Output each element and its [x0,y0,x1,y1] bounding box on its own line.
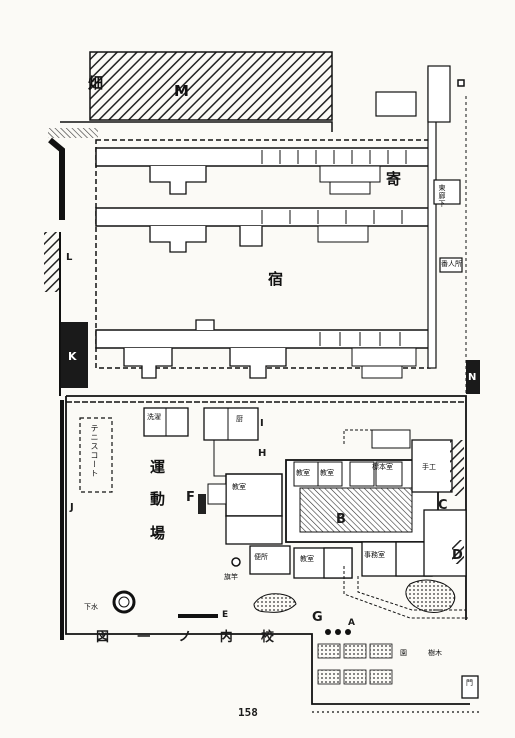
west-classroom [225,473,283,517]
classroom-label-1: 教室 [296,469,310,477]
connector [213,440,226,477]
north-office-wing [427,65,451,123]
letter-b: B [336,512,346,527]
rock-garden [253,593,297,613]
kitchen-label: 厨 [236,415,243,423]
field-label-hatake: 畑 [88,74,104,92]
garden-path [343,566,468,619]
north-office [375,91,417,117]
toilet-label: 便所 [254,553,268,561]
north-east-room [371,429,411,449]
west-wall [48,137,65,220]
sports-label-1: 運 [150,458,166,476]
dorm-row-2 [95,207,431,227]
kitchen-block [203,407,259,441]
letter-a: A [348,618,355,628]
caption-char-4: 一 [137,630,173,645]
top-field [89,51,333,121]
field-slope [48,128,98,138]
class-rooms-south [293,541,433,579]
hand-work-room [411,439,453,493]
staff-room [225,515,283,545]
caption-char-1: 校 [260,630,296,645]
flag-label: 旗竿 [224,573,238,581]
sports-label-2: 動 [150,490,166,508]
top-field-edge [60,121,333,132]
letter-k: K [68,350,77,363]
west-wash [207,483,227,505]
west-wall-lower [60,322,88,388]
dorm-wings [123,166,287,379]
east-wall-lower [466,360,480,394]
tennis-court [79,417,113,493]
garden-label: 園 [400,649,407,657]
j-marker [60,400,64,640]
letter-e: E [222,610,229,620]
south-plots [317,643,393,685]
tennis-label: テニスコート [90,424,99,478]
guard-house [439,257,463,273]
field-label-m: M [174,82,189,100]
tree-label: 樹木 [428,649,442,657]
dorm-row-1 [95,147,431,167]
garden-pond [405,579,456,613]
letter-l: L [66,252,73,263]
d-hatched-strip [452,540,464,564]
letter-d: D [452,548,463,563]
letter-i: I [260,418,264,429]
sports-label-3: 場 [150,524,166,542]
classroom-label-4: 教室 [232,483,246,491]
letter-h: H [258,448,267,459]
north-east-path [343,429,376,444]
letter-j: J [70,502,74,513]
flagpole [231,557,241,567]
lab-label: 標本室 [372,463,393,471]
e-strip [178,614,218,618]
caption-char-2: 内 [219,630,255,645]
classroom-label-2: 教室 [320,469,334,477]
corridor-label: 東廊下 [438,184,446,208]
wash-label: 洗濯 [147,413,161,421]
dorm-label-1: 寄 [386,170,402,188]
letter-n: N [468,372,477,383]
letter-c: C [438,498,448,513]
dark-marker-f [198,494,206,514]
letter-g: G [312,610,323,625]
page-number: 158 [238,706,258,719]
dorm-room-ticks [261,150,407,346]
caption-char-3: ノ [178,630,214,645]
class-rooms-north [293,461,403,487]
dorm-service-grid [317,165,417,379]
gate-label: 門 [466,679,473,687]
classroom-label-3: 教室 [300,555,314,563]
guard-label: 番人所 [441,260,462,268]
west-wall-upper [44,232,60,292]
figure-caption: 校 内 ノ 一 図 [96,626,296,645]
g-dots [325,629,351,635]
dorm-label-2: 宿 [268,270,284,288]
south-gate [461,675,479,699]
east-marker [457,79,465,87]
caption-char-5: 図 [96,630,132,645]
east-hatched-strip [450,440,464,496]
drain-label: 下水 [84,603,98,611]
courtyard-b [299,487,413,533]
office-label: 事務室 [364,551,385,559]
toilet-block [249,545,291,575]
hand-label: 手工 [422,463,436,471]
east-gate-building [433,179,461,205]
well [112,590,136,614]
letter-f: F [186,490,195,505]
